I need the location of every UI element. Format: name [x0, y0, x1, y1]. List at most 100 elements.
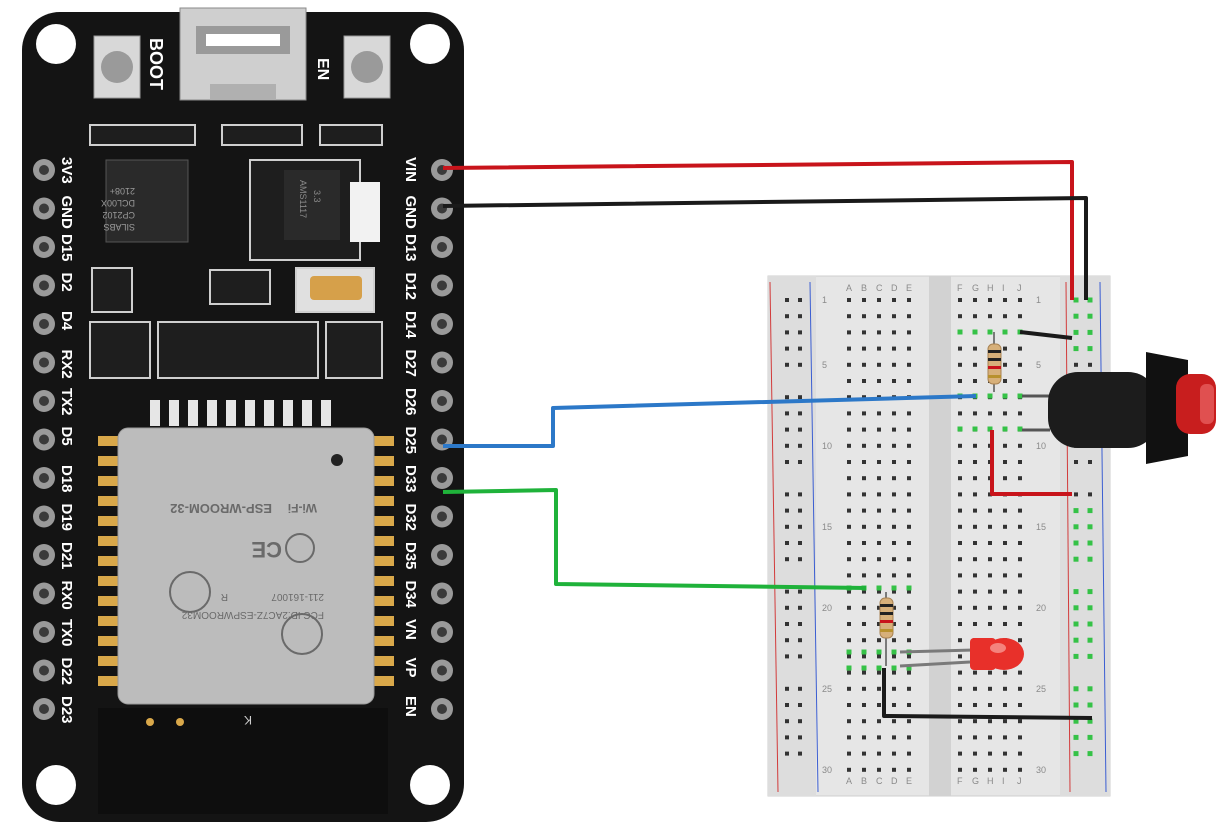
column-label-top: D: [891, 283, 898, 293]
connected-rail-hole: [1087, 637, 1093, 643]
connected-rail-hole: [1087, 297, 1093, 303]
row-number-left: 5: [822, 360, 827, 370]
module-pad: [372, 496, 394, 506]
rail-hole: [785, 638, 789, 643]
breadboard-hole: [847, 557, 851, 562]
right-pin-label: EN: [402, 696, 419, 717]
breadboard-hole: [907, 411, 911, 416]
row-number-right: 30: [1036, 765, 1046, 775]
breadboard-hole: [907, 719, 911, 724]
tantalum-capacitor: [310, 276, 362, 300]
rail-hole: [798, 492, 802, 497]
connected-rail-hole: [1087, 329, 1093, 335]
column-label-top: E: [906, 283, 912, 293]
header-pin-hole: [39, 242, 49, 252]
breadboard-hole: [892, 573, 896, 578]
header-pin-hole: [39, 665, 49, 676]
rail-hole: [785, 541, 789, 545]
breadboard-hole: [973, 751, 977, 756]
connected-rail-hole: [1087, 589, 1093, 595]
voltage-regulator: AMS1117 3.3: [284, 170, 340, 240]
breadboard-hole: [892, 638, 896, 643]
column-label-top: H: [987, 283, 994, 293]
breadboard-hole: [862, 589, 866, 594]
right-pin-label: D33: [402, 465, 419, 493]
header-pin-hole: [39, 588, 49, 599]
breadboard-hole: [862, 670, 866, 675]
breadboard-hole: [907, 670, 911, 675]
breadboard-hole: [958, 589, 962, 594]
breadboard-hole: [877, 703, 881, 707]
breadboard-hole: [1018, 622, 1022, 626]
breadboard-hole: [862, 476, 866, 481]
breadboard-hole: [1003, 379, 1007, 383]
breadboard-hole: [847, 573, 851, 578]
module-pad: [372, 636, 394, 646]
module-pad: [98, 676, 120, 686]
connected-rail-hole: [1087, 718, 1093, 724]
svg-text:K: K: [244, 713, 252, 727]
en-button[interactable]: [343, 35, 391, 99]
rail-hole: [798, 686, 802, 691]
connected-hole: [972, 426, 978, 432]
connected-hole: [891, 665, 897, 671]
rail-hole: [798, 411, 802, 416]
connected-rail-hole: [1087, 313, 1093, 319]
module-pad: [372, 436, 394, 446]
breadboard-hole: [847, 767, 851, 772]
breadboard-hole: [862, 557, 866, 562]
left-pin-label: D23: [58, 696, 75, 724]
wire-d33-green: [442, 488, 867, 590]
breadboard-hole: [1003, 670, 1007, 675]
breadboard-hole: [958, 379, 962, 383]
breadboard-hole: [847, 427, 851, 432]
boot-button[interactable]: [93, 35, 141, 99]
row-number-right: 15: [1036, 522, 1046, 532]
right-pin-label: VN: [402, 619, 419, 640]
module-pad: [302, 400, 312, 426]
breadboard-hole: [1018, 638, 1022, 643]
right-pin-label: D27: [402, 350, 419, 378]
breadboard-hole: [892, 686, 896, 691]
connected-rail-hole: [1073, 605, 1079, 611]
module-pad: [98, 656, 120, 666]
breadboard-hole: [973, 314, 977, 319]
mount-hole-bottom-right: [410, 765, 450, 805]
breadboard-hole: [892, 476, 896, 481]
breadboard-hole: [907, 541, 911, 545]
module-pad: [372, 476, 394, 486]
breadboard-hole: [1018, 686, 1022, 691]
breadboard-hole: [847, 298, 851, 302]
breadboard-hole: [907, 605, 911, 610]
breadboard-hole: [907, 314, 911, 319]
breadboard-hole: [1018, 524, 1022, 529]
connected-hole: [906, 585, 912, 591]
breadboard-hole: [973, 670, 977, 675]
column-label-top: C: [876, 283, 883, 293]
wire-d25-blue: [443, 394, 977, 448]
row-number-right: 25: [1036, 684, 1046, 694]
column-label-top: G: [972, 283, 979, 293]
breadboard-hole: [862, 638, 866, 643]
breadboard-hole: [1018, 508, 1022, 513]
column-label-bottom: H: [987, 776, 994, 786]
boot-label: BOOT: [146, 38, 166, 90]
breadboard-hole: [1018, 751, 1022, 756]
wire-led-leg-gray-1: [899, 648, 975, 654]
breadboard-hole: [862, 460, 866, 464]
breadboard-hole: [973, 476, 977, 481]
connected-hole: [861, 665, 867, 671]
breadboard-hole: [877, 541, 881, 545]
rail-hole: [798, 362, 802, 367]
breadboard-hole: [877, 670, 881, 675]
rail-hole: [798, 751, 802, 756]
red-led: [970, 638, 1024, 670]
header-pin-hole: [39, 550, 49, 560]
rail-hole: [785, 719, 789, 724]
right-pin-label: D25: [402, 427, 419, 455]
connected-rail-hole: [1087, 524, 1093, 530]
breadboard-hole: [973, 686, 977, 691]
connected-hole: [1002, 329, 1008, 335]
breadboard-hole: [988, 524, 992, 529]
